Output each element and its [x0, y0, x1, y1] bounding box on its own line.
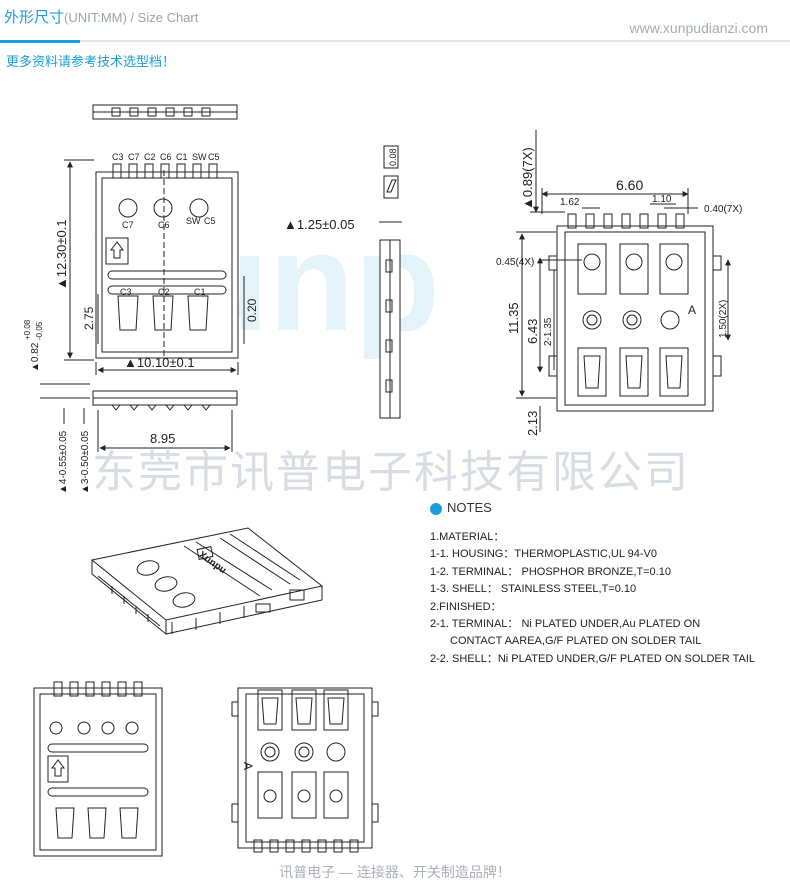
- notes-line: CONTACT AAREA,G/F PLATED ON SOLDER TAIL: [450, 635, 702, 648]
- dim-0-82-tol-up: +0.08: [23, 319, 32, 340]
- pin-label: C3: [112, 152, 124, 162]
- title-main: 外形尺寸: [4, 9, 65, 26]
- pin-label: C1: [194, 287, 206, 297]
- site-url: www.xunpudianzi.com: [629, 20, 768, 36]
- notes-line: 1-1. HOUSING：THERMOPLASTIC,UL 94-V0: [430, 548, 657, 561]
- dim-0-82: ▲0.82: [30, 342, 41, 372]
- pin-label: C5: [204, 216, 216, 226]
- top-view-outline: [95, 163, 239, 360]
- bottom-mark-a: A: [241, 762, 255, 770]
- dim-11-35: 11.35: [506, 302, 521, 334]
- company-watermark: 东莞市讯普电子科技有限公司: [92, 447, 690, 498]
- notes-line: 1-2. TERMINAL： PHOSPHOR BRONZE,T=0.10: [430, 565, 671, 578]
- side-view: [379, 145, 401, 419]
- bottom-left-view: [33, 681, 163, 857]
- pin-label: C7: [128, 152, 140, 162]
- dim-0-40: 0.40(7X): [704, 204, 742, 215]
- dim-2-75: 2.75: [82, 306, 96, 330]
- dim-1-10: 1.10: [652, 194, 672, 205]
- pin-label: SW: [186, 216, 201, 226]
- top-view-pin-labels: C3 C7 C2 C6 C1 SW C5 C7 C6 SW C5 C3 C2 C…: [112, 152, 220, 297]
- pin-label: C5: [208, 152, 220, 162]
- notes-list: 1.MATERIAL： 1-1. HOUSING：THERMOPLASTIC,U…: [430, 529, 755, 668]
- dim-height: ▲12.30±0.1: [54, 219, 69, 290]
- dim-2-13: 2.13: [525, 411, 540, 436]
- dim-1-50: 1.50(2X): [718, 300, 729, 338]
- pin-label: C2: [158, 287, 170, 297]
- dim-0-45: 0.45(4X): [496, 257, 534, 268]
- notes-line: 2.FINISHED：: [430, 600, 502, 613]
- dim-0-08: 0.08: [388, 148, 398, 166]
- dim-6-60: 6.60: [616, 177, 643, 193]
- title-subtitle: (UNIT:MM) / Size Chart: [64, 10, 199, 25]
- pin-label: C3: [120, 287, 132, 297]
- footprint-view: [548, 213, 722, 412]
- pin-label: C7: [122, 220, 134, 230]
- pin-label: C6: [160, 152, 172, 162]
- front-view: [92, 390, 238, 411]
- dim-thickness: ▲1.25±0.05: [284, 217, 355, 232]
- pin-label: C2: [144, 152, 156, 162]
- header-note: 更多资料请参考技术选型档！: [6, 54, 176, 69]
- notes-line: 2-1. TERMINAL： Ni PLATED UNDER,Au PLATED…: [430, 618, 701, 631]
- isometric-view: [90, 527, 324, 636]
- pin-label: C6: [158, 220, 170, 230]
- notes-line: 1.MATERIAL：: [430, 531, 505, 543]
- dim-0-89: ▲0.89(7X): [520, 147, 535, 210]
- header-accent-bar: [0, 40, 80, 43]
- notes-bullet-icon: [430, 503, 442, 515]
- dim-width: ▲10.10±0.1: [124, 355, 195, 370]
- footer-slogan: 讯普电子 — 连接器、开关制造品牌！: [279, 864, 511, 880]
- page-title: 外形尺寸(UNIT:MM) / Size Chart: [4, 6, 198, 27]
- notes-line: 2-2. SHELL：Ni PLATED UNDER,G/F PLATED ON…: [430, 652, 755, 665]
- footprint-mark-a: A: [688, 303, 696, 317]
- dim-3-0-50: ▲3-0.50±0.05: [80, 430, 91, 494]
- bottom-right-view: [231, 687, 379, 853]
- header-divider: [0, 40, 790, 42]
- pin-label: SW: [192, 152, 207, 162]
- top-strip-view: [92, 104, 238, 120]
- dim-8-95: 8.95: [150, 431, 175, 446]
- dim-2-1-35: 2-1.35: [543, 317, 554, 346]
- dim-4-0-55: ▲4-0.55±0.05: [58, 430, 69, 494]
- dim-6-43: 6.43: [525, 319, 540, 344]
- dim-0-20: 0.20: [245, 298, 259, 322]
- dim-0-82-tol-down: -0.05: [35, 321, 44, 340]
- notes-title: NOTES: [447, 500, 492, 515]
- notes-line: 1-3. SHELL： STAINLESS STEEL,T=0.10: [430, 583, 637, 596]
- dim-1-62: 1.62: [560, 197, 580, 208]
- pin-label: C1: [176, 152, 188, 162]
